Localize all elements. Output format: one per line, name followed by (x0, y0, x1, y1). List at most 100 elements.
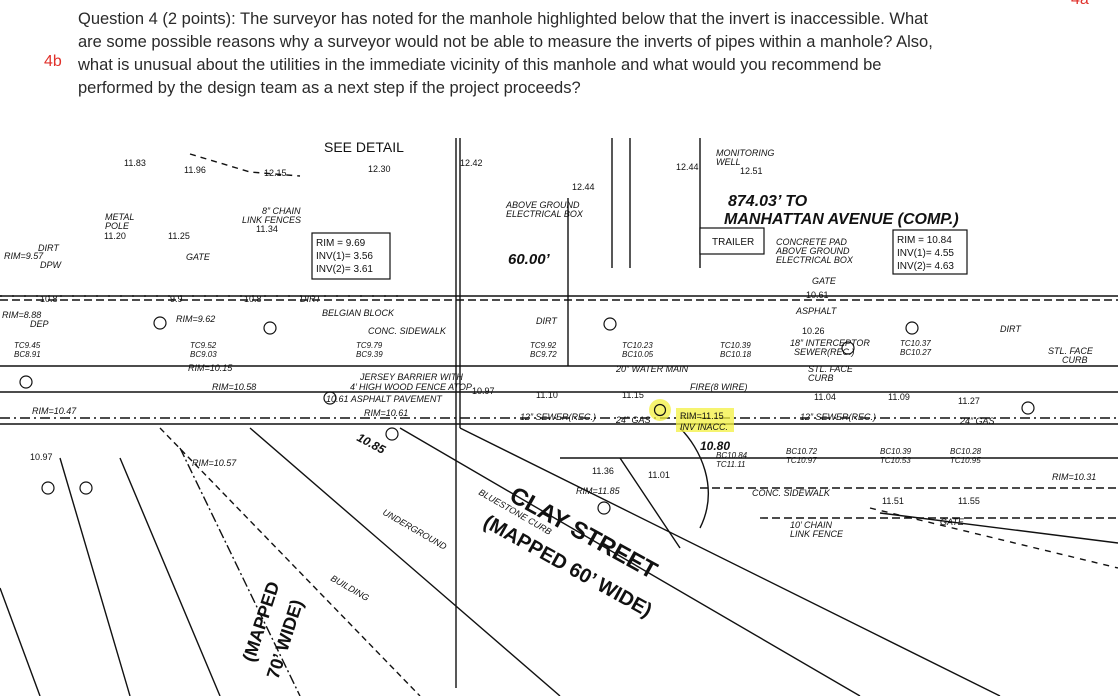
survey-linework (0, 138, 1118, 696)
question-number-label: 4b (44, 53, 62, 70)
structure-note: TC9.52 (190, 341, 217, 350)
spot-elevation: 11.10 (536, 390, 558, 400)
spot-elevation: 10.61 (806, 290, 829, 300)
spot-elevation: 10.85 (355, 430, 388, 457)
rim-box-left: RIM = 9.69 INV(1)= 3.56 INV(2)= 3.61 (311, 232, 391, 280)
stl-face-label: STL. FACE (808, 364, 854, 374)
survey-drawing: RIM = 9.69 INV(1)= 3.56 INV(2)= 3.61 RIM… (0, 138, 1118, 696)
spot-elevation: 11.36 (592, 466, 614, 476)
question-text: Question 4 (2 points): The surveyor has … (78, 8, 1038, 100)
spot-elevation: 10.97 (472, 386, 495, 396)
spot-elevation: 12.42 (460, 158, 483, 168)
spot-elevation: 11.20 (104, 231, 126, 241)
asphalt-pavement-label: 10.61 ASPHALT PAVEMENT (326, 394, 443, 404)
stl-face-label: CURB (1062, 355, 1088, 365)
spot-elevations: 11.83 11.96 12.15 12.30 12.42 12.44 12.4… (30, 158, 980, 506)
structure-note: BC10.27 (900, 348, 932, 357)
rim-label: RIM=11.85 (576, 486, 621, 496)
rim-box-right: RIM = 10.84 INV(1)= 4.55 INV(2)= 4.63 (892, 229, 968, 275)
avenue-label: MANHATTAN AVENUE (COMP.) (724, 211, 959, 228)
rim-note: DEP (30, 319, 49, 329)
question-line: are some possible reasons why a surveyor… (78, 33, 933, 51)
belgian-block-label: BELGIAN BLOCK (322, 308, 395, 318)
rim-note: RIM=10.57 (192, 458, 237, 468)
chain-fence-10-label: LINK FENCE (790, 529, 844, 539)
concrete-pad-label: ABOVE GROUND (775, 246, 850, 256)
manhole-symbols (19, 316, 1035, 515)
spot-elevation: 12.15 (264, 168, 287, 178)
building-label: BUILDING (329, 573, 371, 603)
spot-elevation: 11.15 (622, 390, 644, 400)
spot-elevation: 11.55 (958, 496, 980, 506)
structure-note: BC9.72 (530, 350, 557, 359)
structure-note: TC10.37 (900, 339, 931, 348)
fire-wire-label: FIRE(8 WIRE) (690, 382, 748, 392)
structure-notes: TC9.45 BC8.91 TC9.52 BC9.03 TC9.79 BC9.3… (14, 339, 982, 469)
monitoring-well-label: MONITORING (716, 148, 774, 158)
structure-note: BC10.05 (622, 350, 654, 359)
gate-label: GATE (186, 252, 211, 262)
rim-box-right-line: INV(2)= 4.63 (897, 261, 954, 272)
spot-elevation: 11.34 (256, 224, 278, 234)
gas-label: 24” GAS (959, 416, 995, 426)
jersey-barrier-label: JERSEY BARRIER WITH (359, 372, 463, 382)
gas-label: 24” GAS (615, 415, 651, 425)
rim-box-left-line: INV(1)= 3.56 (316, 251, 373, 262)
metal-pole-label: METAL (105, 212, 134, 222)
structure-note: BC10.39 (880, 447, 912, 456)
rim-box-left-line: INV(2)= 3.61 (316, 264, 373, 275)
question-line: what is unusual about the utilities in t… (78, 56, 882, 74)
concrete-pad-label: ELECTRICAL BOX (776, 255, 854, 265)
structure-note: BC10.28 (950, 447, 982, 456)
structure-note: BC9.03 (190, 350, 217, 359)
question-line: Question 4 (2 points): The surveyor has … (78, 10, 928, 28)
structure-note: TC9.45 (14, 341, 41, 350)
water-main-label: 20” WATER MAIN (615, 364, 689, 374)
structure-note: TC10.97 (786, 456, 817, 465)
structure-note: TC10.95 (950, 456, 981, 465)
spot-elevation: 10.97 (30, 452, 53, 462)
conc-sidewalk-label: CONC. SIDEWALK (752, 488, 831, 498)
structure-note: TC10.39 (720, 341, 751, 350)
sixty-ft-label: 60.00’ (508, 251, 551, 268)
spot-elevation: 12.51 (740, 166, 763, 176)
rim-box-left-line: RIM = 9.69 (316, 238, 366, 249)
rim-note: RIM=10.47 (32, 406, 77, 416)
spot-elevation: 10.26 (802, 326, 825, 336)
spot-elevation: 12.30 (368, 164, 391, 174)
dirt-label: DIRT (1000, 324, 1022, 334)
structure-note: TC9.92 (530, 341, 557, 350)
sewer-label: 12” SEWER(REC.) (800, 412, 876, 422)
structure-note: TC11.11 (716, 460, 746, 469)
spot-elevation: 12.44 (676, 162, 699, 172)
rim-notes: RIM=9.57 RIM=8.88 RIM=9.62 RIM=10.15 RIM… (2, 251, 1096, 482)
structure-note: BC9.39 (356, 350, 383, 359)
chain-fence-label: 8” CHAIN (262, 206, 301, 216)
structure-note: BC10.72 (786, 447, 818, 456)
interceptor-label: 18” INTERCEPTOR (790, 338, 870, 348)
interceptor-label: SEWER(REC.) (794, 347, 855, 357)
asphalt-label: ASPHALT (795, 306, 838, 316)
question-corner-label: 4a (1071, 0, 1089, 9)
stl-face-label: CURB (808, 373, 834, 383)
spot-elevation: 11.01 (648, 470, 670, 480)
spot-elevation: 10.8 (244, 294, 262, 304)
conc-sidewalk-label: CONC. SIDEWALK (368, 326, 447, 336)
rim-note: RIM=10.31 (1052, 472, 1096, 482)
rim-note: RIM=9.57 (4, 251, 44, 261)
stl-face-label: STL. FACE (1048, 346, 1094, 356)
spot-elevation: 9.9 (170, 294, 183, 304)
dirt-label: DIRT (536, 316, 558, 326)
rim-note: RIM=10.15 (188, 363, 233, 373)
distance-label: 874.03’ TO (728, 193, 808, 210)
spot-elevation: 11.25 (168, 231, 190, 241)
spot-elevation: 11.04 (814, 392, 836, 402)
spot-elevation: 11.27 (958, 396, 980, 406)
metal-pole-label: POLE (105, 221, 130, 231)
monitoring-well-label: WELL (716, 157, 741, 167)
spot-elevation: 10.8 (40, 294, 58, 304)
spot-elevation: 11.83 (124, 158, 146, 168)
spot-elevation: 11.96 (184, 165, 206, 175)
dirt-label: DIRT (300, 294, 322, 304)
rim-note: RIM=9.62 (176, 314, 215, 324)
